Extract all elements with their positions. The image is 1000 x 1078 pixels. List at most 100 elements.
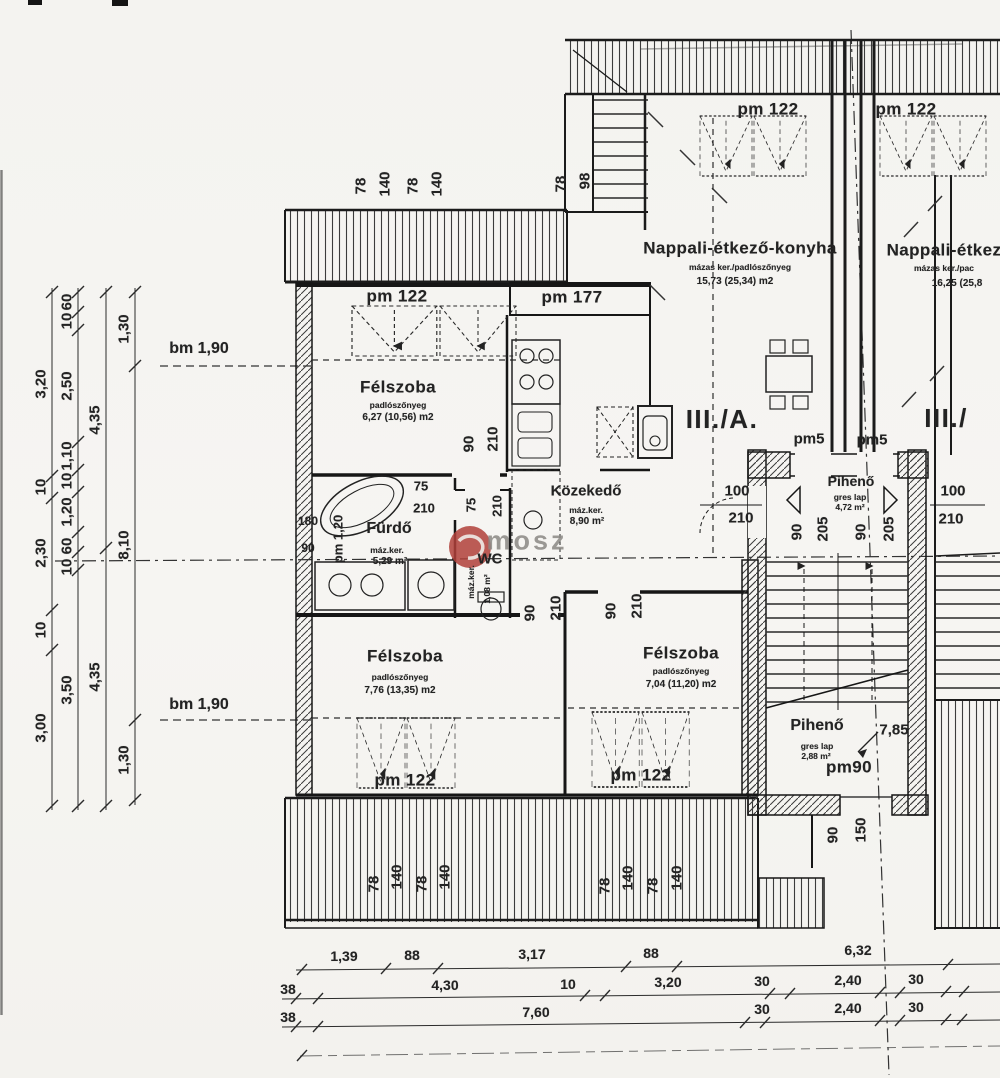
chain-dim: 4,35 xyxy=(86,662,104,692)
door-dim: 150 xyxy=(852,817,870,843)
door-dim: 205 xyxy=(814,516,832,542)
chain-dim: 30 xyxy=(908,999,924,1015)
watermark-logo-icon xyxy=(449,526,491,568)
room-finish: gres lap xyxy=(833,491,867,502)
dim-78: 78 xyxy=(352,177,370,195)
roof-edge-bands xyxy=(284,38,1000,284)
left-dimension-chains xyxy=(45,285,142,813)
room-name-furdo: Fürdő xyxy=(366,520,412,537)
door-dim: 210 xyxy=(489,495,505,517)
neighbor-stair xyxy=(935,175,1000,929)
chain-dim: 2,50 xyxy=(58,371,76,401)
room-name-piheno-upper: Pihenő xyxy=(827,473,875,489)
door-dim: 210 xyxy=(413,500,435,516)
door-dim: 90 xyxy=(301,541,315,555)
chain-dim: 60 xyxy=(58,537,76,555)
room-name-felszoba-lower-left: Félszoba xyxy=(367,646,443,666)
chain-dim: 1,10 xyxy=(58,441,76,471)
door-dim: 90 xyxy=(460,435,478,453)
level-mark-arrow xyxy=(857,731,879,758)
level-mark-785: 7,85 xyxy=(879,721,909,739)
room-finish: padlószőnyeg xyxy=(369,399,427,410)
door-dim: 210 xyxy=(484,426,502,452)
dim-78: 78 xyxy=(413,875,431,893)
dining-table xyxy=(765,339,813,410)
unit-label-iii-a: III./A. xyxy=(685,404,759,434)
window-dim: 100 xyxy=(724,482,750,500)
room-area: 16,25 (25,8 xyxy=(931,278,983,289)
stairwell xyxy=(699,449,985,929)
chain-dim: 10 xyxy=(58,472,76,490)
chain-dim: 4,35 xyxy=(86,405,104,435)
door-dim: 75 xyxy=(413,478,429,494)
chain-dim: 10 xyxy=(58,558,76,576)
room-area: 6,27 (10,56) m2 xyxy=(362,412,434,423)
room-finish: máz.ker. xyxy=(465,565,476,599)
room-area: 5,29 m² xyxy=(372,556,408,567)
chain-dim: 10 xyxy=(58,312,76,330)
dim-78: 78 xyxy=(404,177,422,195)
eaves-band-bottom xyxy=(284,796,759,929)
door-dim: 210 xyxy=(547,595,565,621)
room-name-nappali-right: Nappali-étkez xyxy=(886,240,1000,260)
chain-dim: 2,40 xyxy=(834,972,862,988)
height-line-bm190: bm 1,90 xyxy=(169,696,229,713)
door-dim: 90 xyxy=(852,523,870,541)
room-name-wc: WC xyxy=(477,550,503,568)
chain-dim: 3,50 xyxy=(58,675,76,705)
chain-dim: 2,40 xyxy=(834,1000,862,1016)
room-name-felszoba-upper: Félszoba xyxy=(360,377,436,397)
door-dim: 90 xyxy=(788,523,806,541)
chain-dim: 1,20 xyxy=(58,497,76,527)
door-dim: 210 xyxy=(628,593,646,619)
chain-dim: 8,10 xyxy=(115,530,133,560)
room-finish: gres lap xyxy=(800,740,834,751)
room-finish: máz.ker. xyxy=(569,504,603,515)
dim-140: 140 xyxy=(376,171,394,197)
room-name-felszoba-lower-right: Félszoba xyxy=(643,643,719,663)
room-area: 4,72 m² xyxy=(835,501,865,512)
room-name-kozlekedo: Közekedő xyxy=(550,482,622,500)
room-finish: padlószőnyeg xyxy=(371,671,429,682)
window-label-pm122: pm 122 xyxy=(366,286,428,306)
chain-dim: 3,20 xyxy=(32,369,50,399)
chain-dim: 6,32 xyxy=(844,942,872,958)
room-name-piheno-lower: Pihenő xyxy=(790,717,844,734)
window-dim: 100 xyxy=(940,482,966,500)
chain-dim: 30 xyxy=(908,971,924,987)
window-label-pm122: pm 122 xyxy=(374,770,436,790)
dim-140: 140 xyxy=(388,864,406,890)
kitchen-fixtures xyxy=(511,339,673,561)
chain-dim: 4,30 xyxy=(431,977,459,993)
chain-dim: 10 xyxy=(560,976,576,992)
room-area: 7,76 (13,35) m2 xyxy=(364,685,436,696)
chain-dim: 10 xyxy=(32,621,50,639)
dim-140: 140 xyxy=(436,864,454,890)
room-area: 2,88 m² xyxy=(801,750,831,761)
door-label-pm5: pm5 xyxy=(793,430,825,448)
roof-slope-marks xyxy=(647,111,945,408)
dim-98: 98 xyxy=(576,172,594,190)
chain-dim: 3,00 xyxy=(32,713,50,743)
window-label-pm122: pm 122 xyxy=(875,99,937,119)
chain-dim: 10 xyxy=(32,478,50,496)
room-finish: máz.ker. xyxy=(370,544,404,555)
chain-dim: 1,39 xyxy=(330,948,358,964)
window-label-pm120: pm 1,20 xyxy=(330,514,346,564)
dim-78: 78 xyxy=(644,877,662,895)
chain-dim: 38 xyxy=(280,1009,296,1025)
window-dim: 210 xyxy=(938,510,964,528)
chain-dim: 1,30 xyxy=(115,314,133,344)
window-label-pm122: pm 122 xyxy=(610,765,672,785)
door-label-pm5: pm5 xyxy=(856,431,888,449)
party-wall xyxy=(643,40,936,930)
room-finish: mázas ker./padlószőnyeg xyxy=(688,261,792,272)
door-dim: 90 xyxy=(602,602,620,620)
chain-dim: 60 xyxy=(58,293,76,311)
door-dim: 205 xyxy=(880,516,898,542)
chain-dim: 7,60 xyxy=(522,1004,550,1020)
room-finish: padlószőnyeg xyxy=(652,665,710,676)
chain-dim: 30 xyxy=(754,1001,770,1017)
